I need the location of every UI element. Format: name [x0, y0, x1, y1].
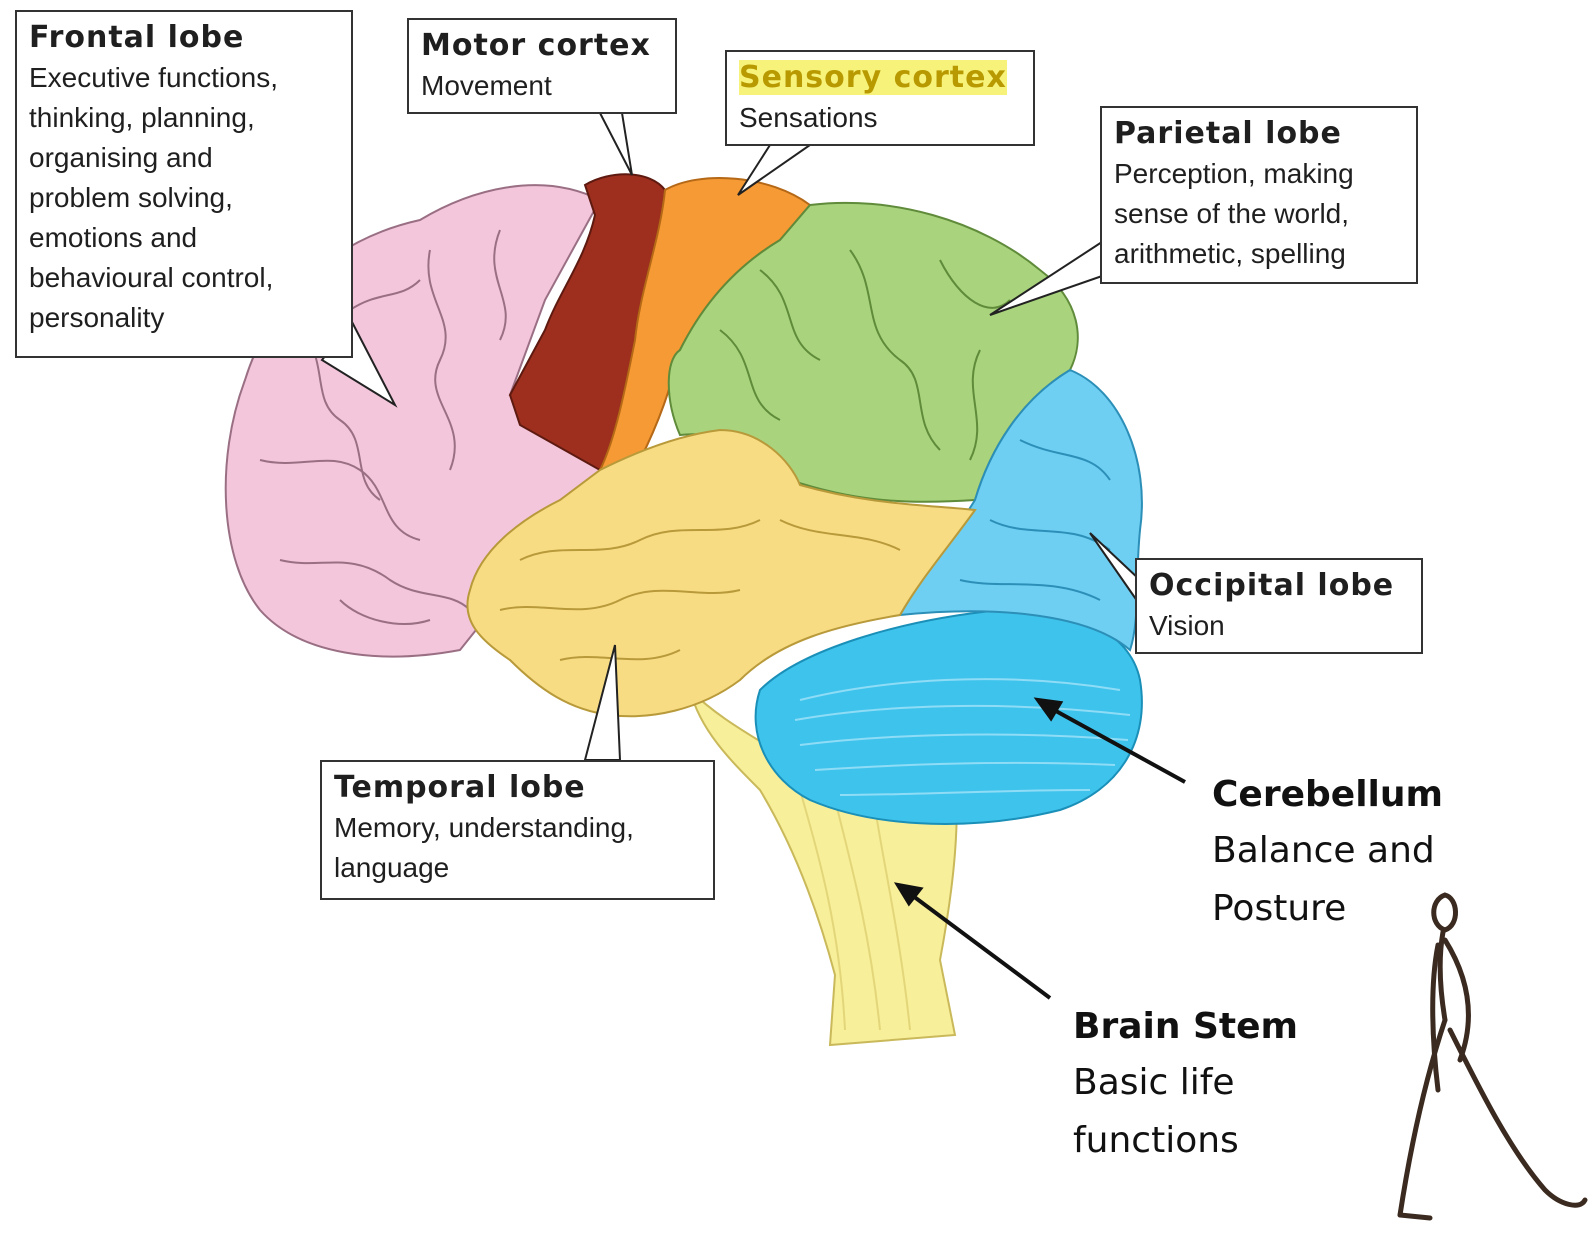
label-sensory-cortex: Sensory cortex Sensations	[725, 50, 1035, 146]
walking-person-drawing	[1400, 895, 1585, 1218]
frontal-lobe-title: Frontal lobe	[29, 18, 339, 58]
occipital-lobe-title: Occipital lobe	[1149, 566, 1409, 606]
brain-stem-title: Brain Stem	[1073, 1000, 1298, 1054]
label-cerebellum: Cerebellum Balance and Posture	[1212, 768, 1443, 938]
label-parietal-lobe: Parietal lobe Perception, making sense o…	[1100, 106, 1418, 284]
occipital-lobe-description: Vision	[1149, 606, 1409, 646]
sensory-cortex-highlight: Sensory cortex	[739, 60, 1007, 95]
label-brain-stem: Brain Stem Basic life functions	[1073, 1000, 1298, 1170]
sensory-cortex-description: Sensations	[739, 98, 1021, 138]
cerebellum-description: Balance and Posture	[1212, 822, 1443, 938]
sensory-cortex-title: Sensory cortex	[739, 58, 1021, 98]
brain-stem-description: Basic life functions	[1073, 1054, 1298, 1170]
label-occipital-lobe: Occipital lobe Vision	[1135, 558, 1423, 654]
cerebellum-title: Cerebellum	[1212, 768, 1443, 822]
frontal-lobe-description: Executive functions, thinking, planning,…	[29, 58, 339, 338]
motor-cortex-description: Movement	[421, 66, 663, 106]
label-frontal-lobe: Frontal lobe Executive functions, thinki…	[15, 10, 353, 358]
label-temporal-lobe: Temporal lobe Memory, understanding, lan…	[320, 760, 715, 900]
parietal-lobe-description: Perception, making sense of the world, a…	[1114, 154, 1404, 274]
parietal-lobe-title: Parietal lobe	[1114, 114, 1404, 154]
temporal-lobe-description: Memory, understanding, language	[334, 808, 701, 888]
temporal-lobe-title: Temporal lobe	[334, 768, 701, 808]
label-motor-cortex: Motor cortex Movement	[407, 18, 677, 114]
motor-cortex-title: Motor cortex	[421, 26, 663, 66]
